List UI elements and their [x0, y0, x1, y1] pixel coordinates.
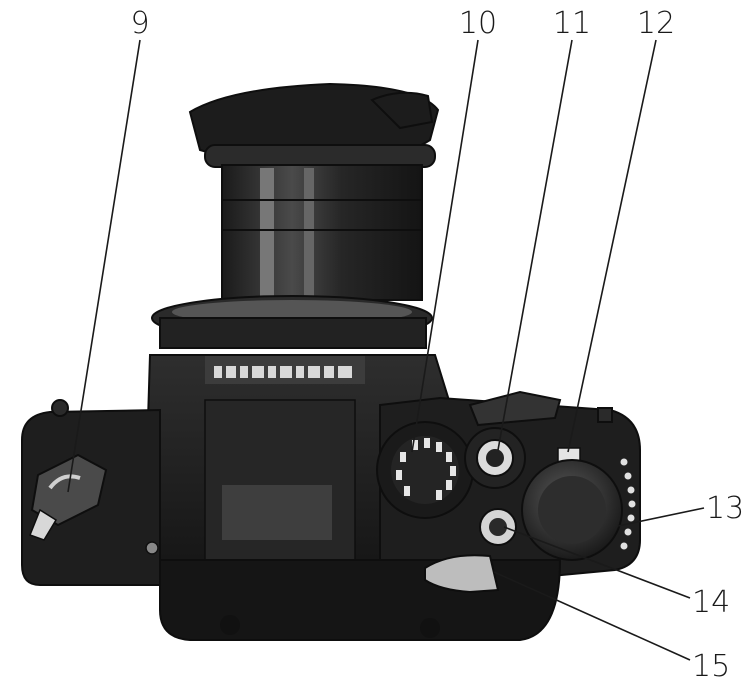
leader-10 [411, 39, 479, 453]
camera-body-base [159, 559, 562, 641]
camera-illustration [21, 82, 641, 641]
brand-lettering [214, 366, 352, 378]
leader-11 [497, 39, 573, 451]
callout-label-9: 9 [130, 6, 149, 41]
leader-9 [67, 39, 141, 493]
leader-12 [567, 39, 657, 453]
callout-label-15: 15 [692, 649, 730, 684]
lens-barrel [221, 164, 423, 301]
frame-counter-dots [620, 458, 636, 550]
leader-15 [493, 571, 691, 661]
rewind-release-button [479, 508, 517, 546]
strap-lug-right [597, 407, 613, 423]
lens-cap-rim [204, 144, 436, 168]
self-timer-lever [424, 554, 500, 594]
eyepiece-window [222, 485, 332, 540]
callout-label-10: 10 [459, 6, 497, 41]
strap-lug-left [51, 399, 69, 417]
callout-label-13: 13 [706, 491, 744, 526]
leader-lines [67, 39, 705, 661]
leader-14 [503, 526, 691, 599]
callout-label-14: 14 [692, 585, 730, 620]
callout-labels: 9 10 11 12 13 14 15 [130, 6, 744, 684]
callout-label-11: 11 [553, 6, 591, 41]
film-advance-knob [521, 459, 623, 561]
body-screw [145, 541, 159, 555]
shutter-release-button [464, 427, 526, 489]
lens-barrel-highlight-2 [304, 168, 314, 296]
lens-barrel-highlight [260, 168, 274, 296]
lens-cap-tab [370, 91, 434, 130]
leader-13 [617, 507, 705, 527]
shutter-speed-dial [376, 421, 474, 519]
callout-label-12: 12 [637, 6, 675, 41]
accessory-bracket [468, 390, 562, 427]
